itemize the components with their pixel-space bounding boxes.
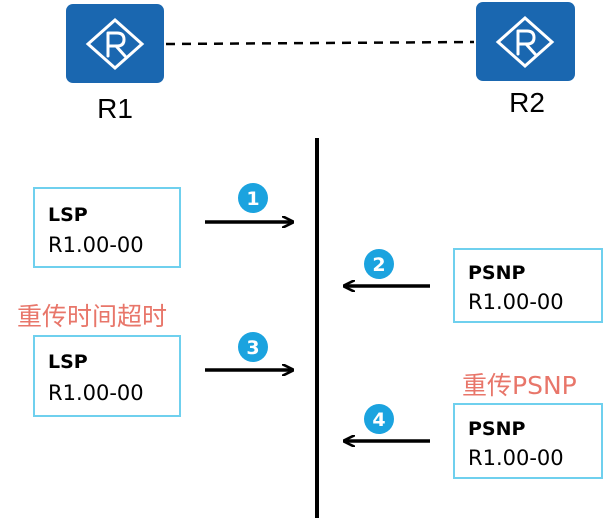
step-badge-4: 4	[364, 404, 394, 434]
box-body: R1.00-00	[48, 233, 144, 257]
step-badge-2: 2	[364, 249, 394, 279]
message-box-lsp-1: LSP R1.00-00	[33, 187, 181, 268]
router-r1-label: R1	[97, 93, 133, 124]
message-box-psnp-1: PSNP R1.00-00	[453, 248, 603, 323]
step-badge-1: 1	[238, 183, 268, 213]
box-title: LSP	[48, 351, 88, 373]
box-title: PSNP	[468, 262, 526, 284]
box-body: R1.00-00	[48, 381, 144, 405]
note-retransmit-psnp: 重传PSNP	[462, 371, 577, 400]
box-body: R1.00-00	[468, 446, 564, 470]
router-icon	[476, 2, 575, 81]
box-title: LSP	[48, 204, 88, 226]
note-retransmit-timeout: 重传时间超时	[17, 302, 167, 331]
step-number: 1	[246, 188, 259, 210]
step-number: 4	[372, 409, 385, 431]
router-r2-label: R2	[509, 87, 545, 118]
step-number: 3	[246, 337, 259, 359]
message-box-psnp-2: PSNP R1.00-00	[453, 403, 603, 479]
step-number: 2	[372, 254, 385, 276]
step-badge-3: 3	[238, 332, 268, 362]
message-box-lsp-2: LSP R1.00-00	[33, 335, 181, 417]
router-r1: R1	[66, 4, 164, 124]
box-title: PSNP	[468, 418, 526, 440]
router-r2: R2	[476, 2, 575, 118]
box-body: R1.00-00	[468, 290, 564, 314]
router-link	[165, 40, 475, 46]
router-icon	[66, 4, 164, 83]
